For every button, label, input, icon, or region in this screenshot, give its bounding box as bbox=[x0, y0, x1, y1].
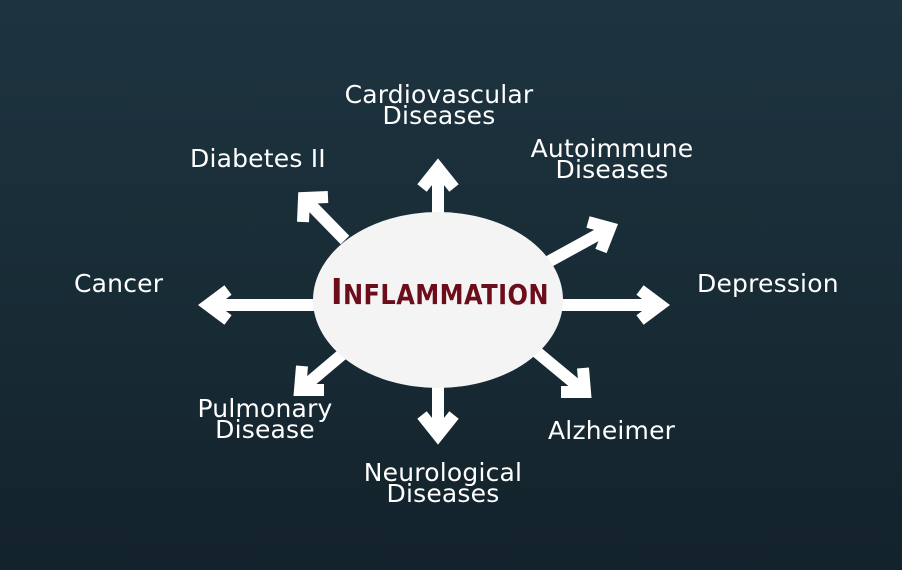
arrow-pulmonary bbox=[293, 347, 349, 396]
label-autoimmune-line2: Diseases bbox=[555, 155, 669, 184]
label-diabetes-line1: Diabetes II bbox=[190, 144, 326, 173]
arrow-cancer bbox=[198, 285, 330, 325]
arrow-diabetes bbox=[297, 191, 350, 245]
label-diabetes: Diabetes II bbox=[190, 144, 326, 173]
label-alzheimer: Alzheimer bbox=[548, 416, 676, 445]
label-neurological-line2: Diseases bbox=[386, 479, 500, 508]
label-depression: Depression bbox=[697, 269, 839, 298]
label-cardiovascular-line2: Diseases bbox=[382, 101, 496, 130]
arrow-autoimmune bbox=[545, 216, 619, 268]
center-label: INFLAMMATION bbox=[294, 275, 586, 312]
label-cardiovascular-line1: Cardiovascular bbox=[344, 80, 534, 109]
center-label-rest: NFLAMMATION bbox=[342, 278, 549, 311]
label-alzheimer-line1: Alzheimer bbox=[548, 416, 676, 445]
label-cancer: Cancer bbox=[74, 269, 164, 298]
label-cardiovascular: Cardiovascular Diseases bbox=[335, 80, 543, 130]
center-label-initial: I bbox=[331, 272, 343, 313]
label-neurological-line1: Neurological bbox=[363, 458, 523, 487]
arrow-alzheimer bbox=[528, 343, 592, 398]
arrow-neurological bbox=[417, 385, 459, 445]
label-autoimmune-line1: Autoimmune bbox=[530, 134, 694, 163]
label-pulmonary-line1: Pulmonary bbox=[197, 394, 333, 423]
label-autoimmune: Autoimmune Diseases bbox=[528, 134, 696, 184]
label-depression-line1: Depression bbox=[697, 269, 839, 298]
label-pulmonary-line2: Disease bbox=[215, 415, 315, 444]
center-ellipse bbox=[313, 212, 563, 388]
label-pulmonary: Pulmonary Disease bbox=[193, 394, 337, 444]
label-neurological: Neurological Diseases bbox=[356, 458, 530, 508]
label-cancer-line1: Cancer bbox=[74, 269, 164, 298]
